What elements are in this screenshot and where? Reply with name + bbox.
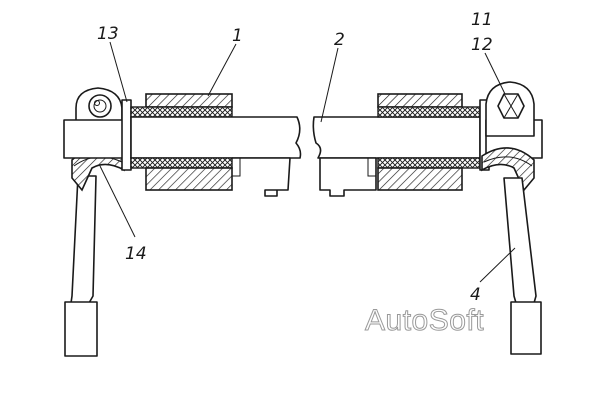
callout-11: 11 xyxy=(471,10,493,30)
leader-4 xyxy=(479,247,516,283)
right-assembly xyxy=(312,81,543,355)
right-sleeve-bottom xyxy=(377,167,463,191)
right-tube-end xyxy=(319,157,377,197)
callout-1: 1 xyxy=(232,26,243,46)
left-sleeve-bottom xyxy=(145,167,233,191)
left-shaft-stub xyxy=(63,119,131,159)
left-washer xyxy=(121,99,132,171)
left-rubber-bottom xyxy=(130,157,233,169)
left-lever-foot xyxy=(64,301,98,357)
leader-lines xyxy=(99,41,516,283)
callout-13: 13 xyxy=(97,24,119,44)
callout-4: 4 xyxy=(470,285,481,305)
left-assembly xyxy=(63,87,302,357)
right-tube xyxy=(312,116,481,159)
callouts: 13 1 2 11 12 14 4 xyxy=(97,10,493,305)
left-rubber-top xyxy=(130,106,233,118)
leader-13 xyxy=(109,41,128,103)
leader-2 xyxy=(320,47,339,123)
callout-12: 12 xyxy=(471,35,493,55)
left-tube-end xyxy=(232,157,291,197)
right-rubber-bottom xyxy=(377,157,481,169)
right-lever xyxy=(503,177,537,304)
right-lever-foot xyxy=(510,301,542,355)
right-rubber-top xyxy=(377,106,481,118)
leader-12 xyxy=(484,52,506,95)
callout-2: 2 xyxy=(334,30,345,50)
left-lever xyxy=(70,175,97,304)
right-sleeve-top xyxy=(377,93,463,108)
leader-14 xyxy=(99,165,136,238)
left-tube xyxy=(130,116,302,159)
left-bolt-icon xyxy=(88,94,112,118)
leader-1 xyxy=(207,43,237,97)
left-sleeve-top xyxy=(145,93,233,108)
watermark-autosoft: AutoSoft xyxy=(365,304,484,337)
callout-14: 14 xyxy=(125,244,147,264)
